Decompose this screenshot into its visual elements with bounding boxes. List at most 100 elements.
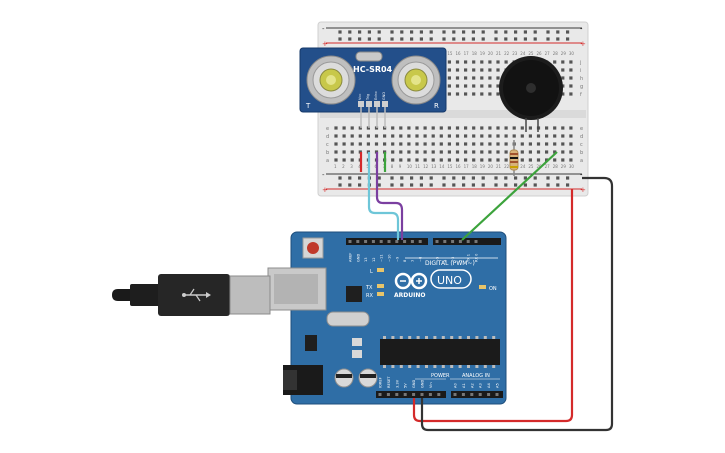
rail-hole[interactable] — [429, 176, 433, 180]
power-pin[interactable] — [386, 393, 390, 396]
resistor[interactable] — [509, 140, 519, 176]
breadboard-hole[interactable] — [464, 126, 468, 130]
breadboard-hole[interactable] — [488, 76, 492, 80]
rail-hole[interactable] — [462, 183, 466, 187]
wire-trig[interactable] — [367, 152, 400, 240]
breadboard-hole[interactable] — [496, 76, 500, 80]
breadboard-hole[interactable] — [455, 150, 460, 154]
breadboard-hole[interactable] — [472, 60, 476, 64]
breadboard-hole[interactable] — [447, 150, 451, 154]
rail-hole[interactable] — [348, 183, 352, 187]
breadboard-hole[interactable] — [496, 158, 500, 162]
breadboard-hole[interactable] — [431, 126, 435, 130]
rail-hole[interactable] — [442, 30, 446, 34]
breadboard-hole[interactable] — [480, 68, 484, 72]
analog-pin[interactable] — [453, 393, 457, 396]
breadboard-hole[interactable] — [496, 142, 500, 146]
breadboard-hole[interactable] — [561, 92, 565, 96]
rail-hole[interactable] — [546, 183, 550, 187]
breadboard-hole[interactable] — [504, 158, 508, 162]
rail-hole[interactable] — [504, 37, 508, 41]
breadboard-hole[interactable] — [472, 150, 476, 154]
rail-hole[interactable] — [358, 183, 362, 187]
rail-hole[interactable] — [494, 176, 498, 180]
breadboard-hole[interactable] — [358, 142, 362, 146]
rail-hole[interactable] — [533, 183, 537, 187]
breadboard-hole[interactable] — [407, 150, 411, 154]
breadboard-hole[interactable] — [569, 134, 573, 138]
breadboard-hole[interactable] — [520, 150, 524, 154]
rail-hole[interactable] — [556, 183, 560, 187]
rail-hole[interactable] — [523, 183, 527, 187]
digital-pin[interactable] — [356, 240, 360, 243]
digital-pin[interactable] — [458, 240, 462, 243]
breadboard-hole[interactable] — [447, 60, 451, 64]
rail-hole[interactable] — [556, 30, 560, 34]
breadboard-hole[interactable] — [553, 142, 557, 146]
rail-hole[interactable] — [419, 183, 423, 187]
breadboard-hole[interactable] — [399, 126, 403, 130]
breadboard-hole[interactable] — [342, 126, 346, 130]
sensor-pin-header[interactable] — [358, 101, 388, 128]
breadboard-hole[interactable] — [391, 142, 395, 146]
breadboard-hole[interactable] — [334, 150, 338, 154]
rail-hole[interactable] — [452, 30, 456, 34]
digital-pin[interactable] — [403, 240, 407, 243]
breadboard-hole[interactable] — [455, 84, 460, 88]
rail-hole[interactable] — [410, 183, 414, 187]
rail-hole[interactable] — [494, 183, 498, 187]
breadboard-hole[interactable] — [520, 126, 524, 130]
breadboard-hole[interactable] — [415, 134, 419, 138]
rail-hole[interactable] — [566, 176, 570, 180]
breadboard-hole[interactable] — [415, 158, 419, 162]
breadboard-hole[interactable] — [334, 126, 338, 130]
breadboard-hole[interactable] — [447, 134, 451, 138]
piezo-buzzer[interactable] — [499, 56, 563, 132]
rail-hole[interactable] — [533, 176, 537, 180]
breadboard-hole[interactable] — [423, 126, 427, 130]
breadboard-hole[interactable] — [447, 76, 451, 80]
breadboard-hole[interactable] — [374, 134, 379, 138]
breadboard-hole[interactable] — [464, 158, 468, 162]
breadboard-hole[interactable] — [496, 126, 500, 130]
rail-hole[interactable] — [481, 37, 485, 41]
breadboard-hole[interactable] — [561, 134, 565, 138]
analog-pin[interactable] — [461, 393, 465, 396]
breadboard-hole[interactable] — [488, 126, 492, 130]
breadboard-hole[interactable] — [407, 158, 411, 162]
rail-hole[interactable] — [556, 37, 560, 41]
analog-pin[interactable] — [495, 393, 499, 396]
usb-cable[interactable] — [112, 274, 271, 316]
rail-hole[interactable] — [419, 30, 423, 34]
rail-hole[interactable] — [390, 183, 394, 187]
breadboard-hole[interactable] — [480, 76, 484, 80]
breadboard-hole[interactable] — [415, 150, 419, 154]
breadboard-hole[interactable] — [342, 150, 346, 154]
rail-hole[interactable] — [367, 37, 371, 41]
rail-hole[interactable] — [533, 37, 537, 41]
breadboard-hole[interactable] — [464, 60, 468, 64]
breadboard-hole[interactable] — [350, 142, 354, 146]
breadboard-hole[interactable] — [545, 126, 549, 130]
breadboard-hole[interactable] — [439, 134, 443, 138]
breadboard-hole[interactable] — [561, 142, 565, 146]
breadboard-hole[interactable] — [455, 126, 460, 130]
breadboard-hole[interactable] — [569, 68, 573, 72]
breadboard-hole[interactable] — [431, 134, 435, 138]
breadboard-hole[interactable] — [431, 150, 435, 154]
breadboard-hole[interactable] — [447, 92, 451, 96]
breadboard-hole[interactable] — [334, 142, 338, 146]
breadboard-hole[interactable] — [399, 142, 403, 146]
digital-pin[interactable] — [466, 240, 470, 243]
breadboard-hole[interactable] — [447, 158, 451, 162]
breadboard-hole[interactable] — [553, 158, 557, 162]
breadboard-hole[interactable] — [472, 84, 476, 88]
breadboard-hole[interactable] — [504, 150, 508, 154]
breadboard-hole[interactable] — [472, 158, 476, 162]
breadboard-hole[interactable] — [545, 150, 549, 154]
breadboard-hole[interactable] — [528, 158, 532, 162]
breadboard-hole[interactable] — [488, 158, 492, 162]
rail-hole[interactable] — [462, 37, 466, 41]
breadboard-hole[interactable] — [561, 60, 565, 64]
breadboard-hole[interactable] — [553, 150, 557, 154]
